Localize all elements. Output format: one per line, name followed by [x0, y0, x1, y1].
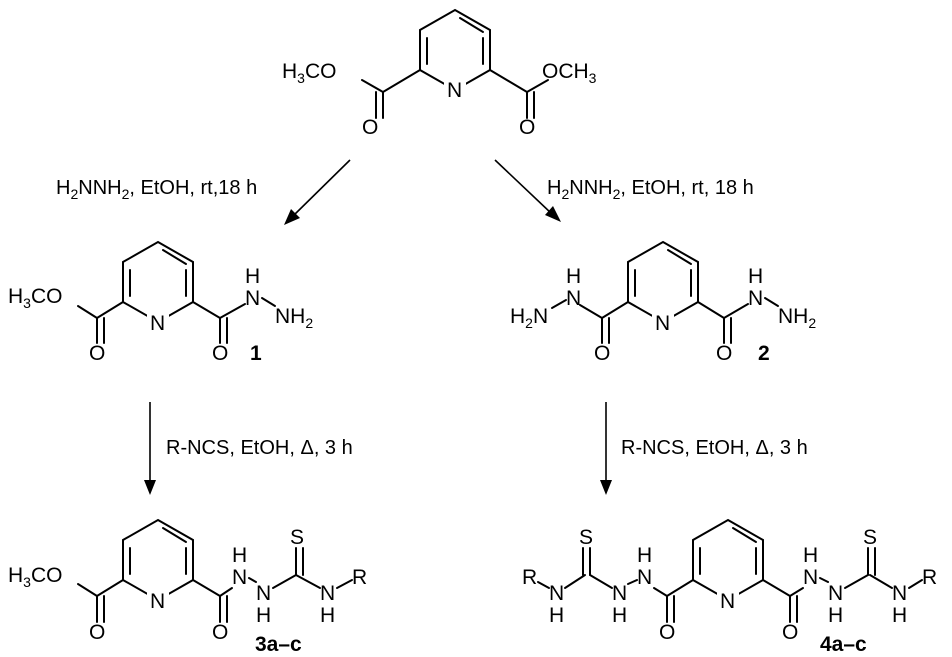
nh-h: H	[320, 604, 335, 627]
carbonyl-o: O	[594, 342, 610, 365]
r-group: R	[352, 566, 367, 589]
nh-n: N	[256, 582, 271, 605]
carbonyl-o: O	[782, 621, 798, 644]
carbonyl-o: O	[519, 116, 535, 139]
nh-h: H	[232, 544, 247, 567]
compound-3: O H3CO O H N N H S N H R N 3a–c	[8, 518, 367, 656]
compound-2: O H N H2N O H N NH2 N 2	[510, 240, 816, 365]
nh-h: H	[566, 265, 581, 288]
thione-s: S	[863, 526, 877, 549]
nh-n: N	[828, 582, 843, 605]
methoxy-right: OCH3	[542, 60, 597, 86]
reagent-bottom-right: R-NCS, EtOH, Δ, 3 h	[621, 437, 808, 459]
carbonyl-o: O	[89, 621, 105, 644]
reagent-top-right: H2NNH2, EtOH, rt, 18 h	[547, 177, 754, 202]
ring-n: N	[150, 312, 165, 335]
label-compound-1: 1	[250, 342, 262, 365]
nh-n: N	[232, 566, 247, 589]
compound-4: O H N N H S N H R O H N N H S N H R N	[522, 518, 937, 656]
methoxy-left: H3CO	[282, 60, 336, 86]
nh-n: N	[612, 582, 627, 605]
nh-h: H	[803, 544, 818, 567]
nh2: NH2	[778, 305, 816, 331]
h2n: H2N	[510, 305, 548, 331]
starting-material: O H3CO O OCH3 N	[282, 8, 597, 139]
arrow-bottom-right	[600, 402, 612, 495]
carbonyl-o: O	[212, 621, 228, 644]
nh-h: H	[245, 265, 260, 288]
reagent-top-left: H2NNH2, EtOH, rt,18 h	[56, 177, 257, 202]
label-compound-2: 2	[758, 342, 770, 365]
arrow-top-right	[494, 159, 561, 222]
nh-h: H	[612, 604, 627, 627]
nh-n: N	[549, 582, 564, 605]
ring-n: N	[150, 590, 165, 613]
r-group: R	[922, 566, 937, 589]
nh-n: N	[803, 566, 818, 589]
reagent-bottom-left: R-NCS, EtOH, Δ, 3 h	[166, 437, 353, 459]
carbonyl-o: O	[212, 342, 228, 365]
methoxy: H3CO	[8, 564, 62, 590]
nh-n: N	[320, 582, 335, 605]
carbonyl-o: O	[716, 342, 732, 365]
label-compound-3: 3a–c	[255, 633, 302, 656]
nh-h: H	[748, 265, 763, 288]
nh-n: N	[748, 287, 763, 310]
methoxy: H3CO	[8, 285, 62, 311]
label-compound-4: 4a–c	[820, 633, 867, 656]
r-group: R	[522, 566, 537, 589]
nh-h: H	[828, 604, 843, 627]
arrow-top-left	[284, 159, 351, 225]
compound-1: O H3CO O H N NH2 N 1	[8, 240, 313, 365]
nh-h: H	[256, 604, 271, 627]
ring-n: N	[447, 79, 462, 102]
carbonyl-o: O	[362, 116, 378, 139]
ring-n: N	[655, 312, 670, 335]
nh-h: H	[549, 604, 564, 627]
carbonyl-o: O	[659, 621, 675, 644]
ring-n: N	[720, 590, 735, 613]
nh-n: N	[245, 287, 260, 310]
nh2: NH2	[275, 305, 313, 331]
thione-s: S	[579, 526, 593, 549]
thione-s: S	[290, 526, 304, 549]
nh-h: H	[892, 604, 907, 627]
arrow-bottom-left	[144, 402, 156, 495]
nh-n: N	[566, 287, 581, 310]
nh-n: N	[892, 582, 907, 605]
carbonyl-o: O	[89, 342, 105, 365]
nh-h: H	[637, 544, 652, 567]
nh-n: N	[637, 566, 652, 589]
